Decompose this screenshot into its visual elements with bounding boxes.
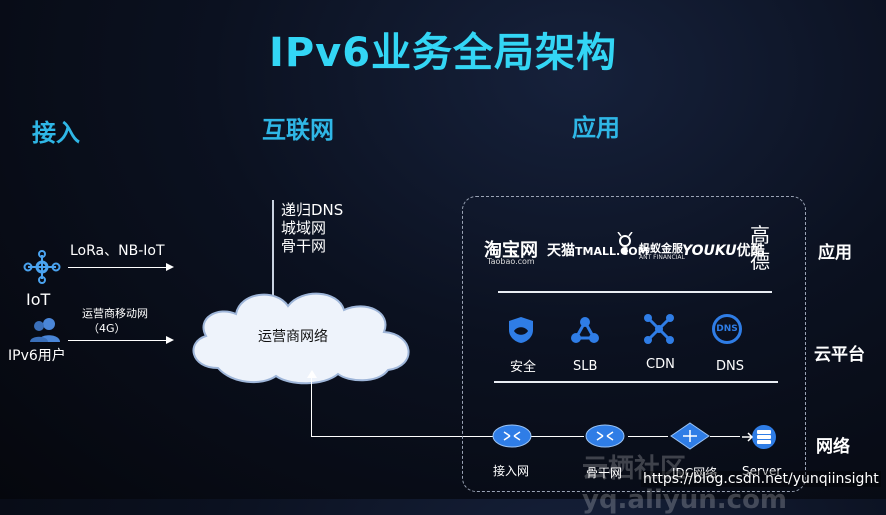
ant-icon xyxy=(614,231,636,258)
slb-icon xyxy=(570,316,600,344)
gaode-char-2: 德 xyxy=(750,249,770,273)
ant-logo: 蚂蚁金服 xyxy=(639,242,683,255)
header-access: 接入 xyxy=(32,119,80,147)
header-application: 应用 xyxy=(572,114,620,142)
cloud-item-dns: DNS xyxy=(716,359,744,374)
cloud-item-cdn: CDN xyxy=(646,357,675,372)
cdn-icon xyxy=(643,314,675,344)
internet-item-metro: 城域网 xyxy=(281,219,327,237)
youku-en: YOUKU xyxy=(682,243,737,259)
carrier-network-label: 运营商网络 xyxy=(258,329,328,345)
net-line-3 xyxy=(710,436,740,437)
gaode-char-1: 高 xyxy=(750,223,770,247)
header-internet: 互联网 xyxy=(262,116,334,144)
internet-connector-line xyxy=(272,200,274,300)
gaode-logo: 高 德 xyxy=(750,222,770,274)
net-item-access: 接入网 xyxy=(493,464,530,478)
watermark-url: https://blog.csdn.net/yunqiinsight xyxy=(641,471,881,487)
backbone-router-icon xyxy=(585,424,625,448)
row-label-application: 应用 xyxy=(818,243,852,263)
mobile-link-label-2: （4G） xyxy=(88,322,126,335)
net-line-1 xyxy=(530,436,584,437)
iot-icon xyxy=(20,250,64,284)
divider-2 xyxy=(494,381,778,383)
net-line-2 xyxy=(628,436,668,437)
ipv6-user-label: IPv6用户 xyxy=(8,348,66,364)
youku-cn: 优酷 xyxy=(736,243,765,259)
divider-1 xyxy=(498,291,772,293)
cloud-up-arrowhead xyxy=(307,370,317,378)
idc-switch-icon xyxy=(670,422,710,450)
row-label-cloud-platform: 云平台 xyxy=(814,345,865,365)
mobile-link-label-1: 运营商移动网 xyxy=(82,307,148,320)
tmall-logo: 天猫TMALL.COM xyxy=(547,240,649,260)
users-icon xyxy=(28,316,62,342)
internet-item-dns: 递归DNS xyxy=(281,201,344,219)
internet-item-backbone: 骨干网 xyxy=(281,237,327,255)
tmall-en: TMALL.COM xyxy=(575,245,649,258)
cloud-item-slb: SLB xyxy=(573,359,598,374)
page-title: IPv6业务全局架构 xyxy=(268,30,618,76)
taobao-logo: 淘宝网 xyxy=(484,240,538,261)
tmall-cn: 天猫 xyxy=(547,243,575,259)
iot-link-label: LoRa、NB-IoT xyxy=(70,243,165,259)
access-router-icon xyxy=(492,424,532,448)
cloud-down-line xyxy=(311,376,312,436)
net-item-idc: IDC网络 xyxy=(672,466,718,480)
iot-label: IoT xyxy=(26,290,51,309)
iot-link-arrow xyxy=(68,263,174,271)
cloud-item-security: 安全 xyxy=(510,360,537,375)
youku-logo: YOUKU优酷 xyxy=(682,240,765,260)
server-icon xyxy=(742,424,778,450)
net-item-server: Server xyxy=(742,464,782,478)
dns-icon: DNS xyxy=(712,314,742,344)
application-box xyxy=(462,196,806,492)
security-icon xyxy=(508,316,534,344)
ant-sub: ANT FINANCIAL xyxy=(639,254,685,261)
row-label-network: 网络 xyxy=(816,437,850,457)
net-item-backbone: 骨干网 xyxy=(586,466,623,480)
cloud-to-access-line xyxy=(311,436,497,437)
internet-list: 递归DNS 城域网 骨干网 xyxy=(281,201,343,255)
mobile-link-arrow xyxy=(68,336,174,344)
carrier-network-cloud xyxy=(178,282,426,386)
taobao-sub: Taobao.com xyxy=(487,257,535,266)
